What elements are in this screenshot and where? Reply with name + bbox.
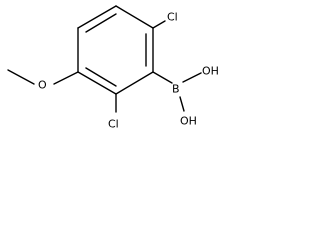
ring-bond-c1-c2: [77, 5, 117, 29]
double-bond-c5-c6: [85, 67, 117, 87]
atom-label-methoxy-o: O: [38, 79, 47, 92]
ring-bond-c4-c5: [115, 71, 154, 95]
bond-ring-to-methoxy-o: [53, 71, 79, 85]
bond-ring-to-boron: [152, 71, 173, 84]
atom-label-oh-top: OH: [202, 65, 219, 78]
molecule-structure: Cl OH B OH O Cl: [7, 5, 219, 131]
ring-bond-c5-c6: [77, 71, 117, 95]
bond-methoxy-o-to-methyl: [7, 69, 35, 85]
atom-label-cl-top: Cl: [167, 11, 178, 24]
double-bond-c1-c2: [85, 13, 117, 33]
bond-boron-to-oh-top: [182, 72, 202, 83]
ring-bond-c2-c3: [115, 5, 154, 29]
bond-ring-to-cl-top: [152, 20, 166, 29]
bond-boron-to-oh-bottom: [179, 96, 185, 112]
atom-label-oh-bottom: OH: [180, 115, 197, 128]
benzene-ring: [77, 5, 154, 95]
atom-label-cl-bottom: Cl: [108, 118, 119, 131]
atom-label-boron: B: [172, 83, 180, 96]
